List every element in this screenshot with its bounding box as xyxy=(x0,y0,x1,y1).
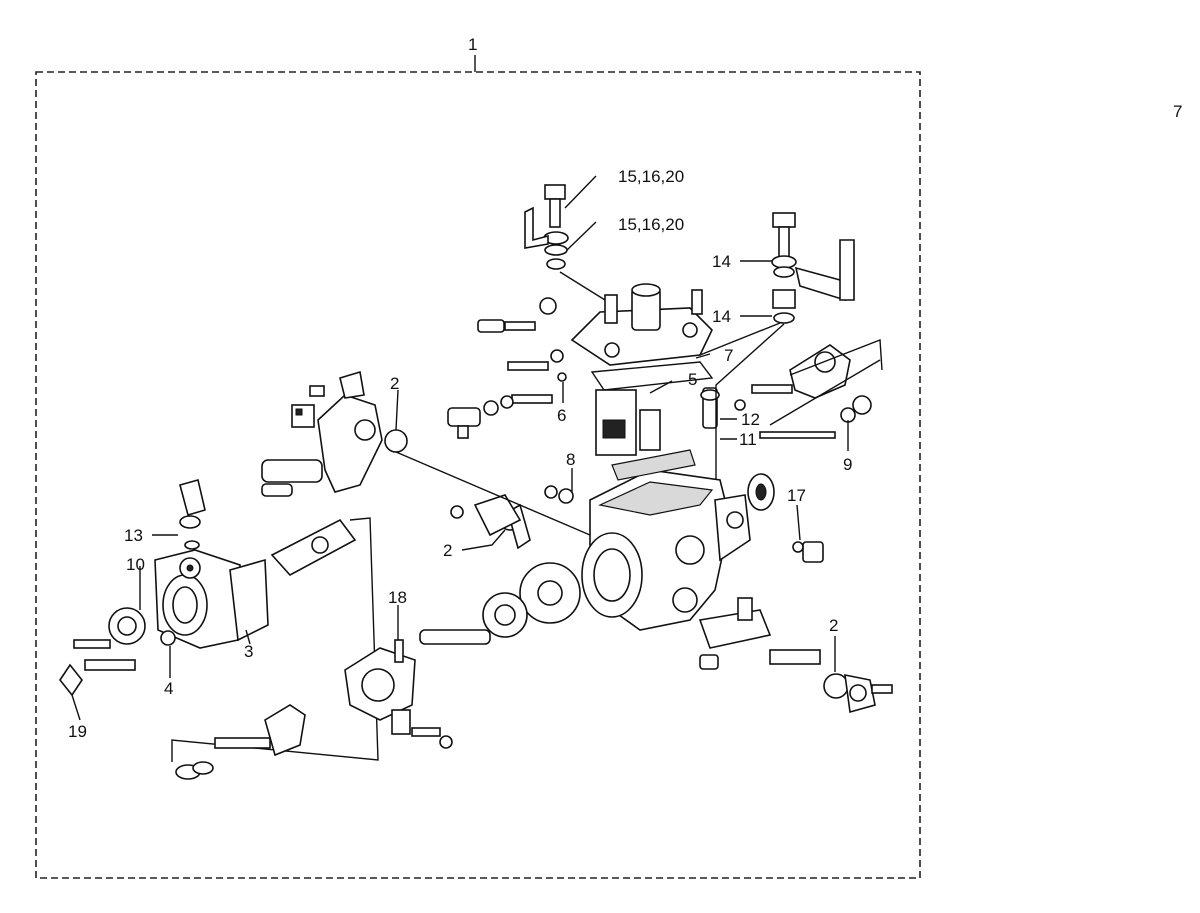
callout-3: 3 xyxy=(244,642,253,661)
callout-18: 18 xyxy=(388,588,407,607)
upper-left-fittings xyxy=(447,297,567,439)
callout-8: 8 xyxy=(566,450,575,469)
o-ring-upper xyxy=(384,429,408,453)
callout-19: 19 xyxy=(68,722,87,741)
callout-15-16-20-lower: 15,16,20 xyxy=(618,215,684,234)
pump-housing xyxy=(581,469,751,631)
callout-6: 6 xyxy=(557,406,566,425)
governor-cover xyxy=(570,283,713,366)
callout-4: 4 xyxy=(164,679,173,698)
callout-14-upper: 14 xyxy=(712,252,731,271)
callout-13: 13 xyxy=(124,526,143,545)
banjo-bolt-left xyxy=(524,184,569,270)
callout-15-16-20-upper: 15,16,20 xyxy=(618,167,684,186)
callout-1: 1 xyxy=(468,35,477,54)
callout-11: 11 xyxy=(739,430,757,449)
callout-7-corner: 7 xyxy=(1173,102,1182,121)
callout-2-lower: 2 xyxy=(829,616,838,635)
banjo-bolt-right xyxy=(771,212,855,324)
callout-12: 12 xyxy=(741,410,760,429)
right-upper-assembly xyxy=(700,339,883,439)
callout-14-lower: 14 xyxy=(712,307,731,326)
solenoid-block xyxy=(595,389,696,481)
callout-9: 9 xyxy=(843,455,852,474)
callout-2-upper: 2 xyxy=(390,374,399,393)
callout-5: 5 xyxy=(688,370,697,389)
feed-pump-block xyxy=(59,479,269,697)
callout-17: 17 xyxy=(787,486,806,505)
callout-2-middle: 2 xyxy=(443,541,452,560)
callout-7: 7 xyxy=(724,346,733,365)
callout-10: 10 xyxy=(126,555,145,574)
kit-boundary-frame xyxy=(35,71,921,879)
drive-train xyxy=(171,503,581,780)
left-lever-assembly xyxy=(261,370,383,497)
lower-right-assembly xyxy=(450,473,893,714)
